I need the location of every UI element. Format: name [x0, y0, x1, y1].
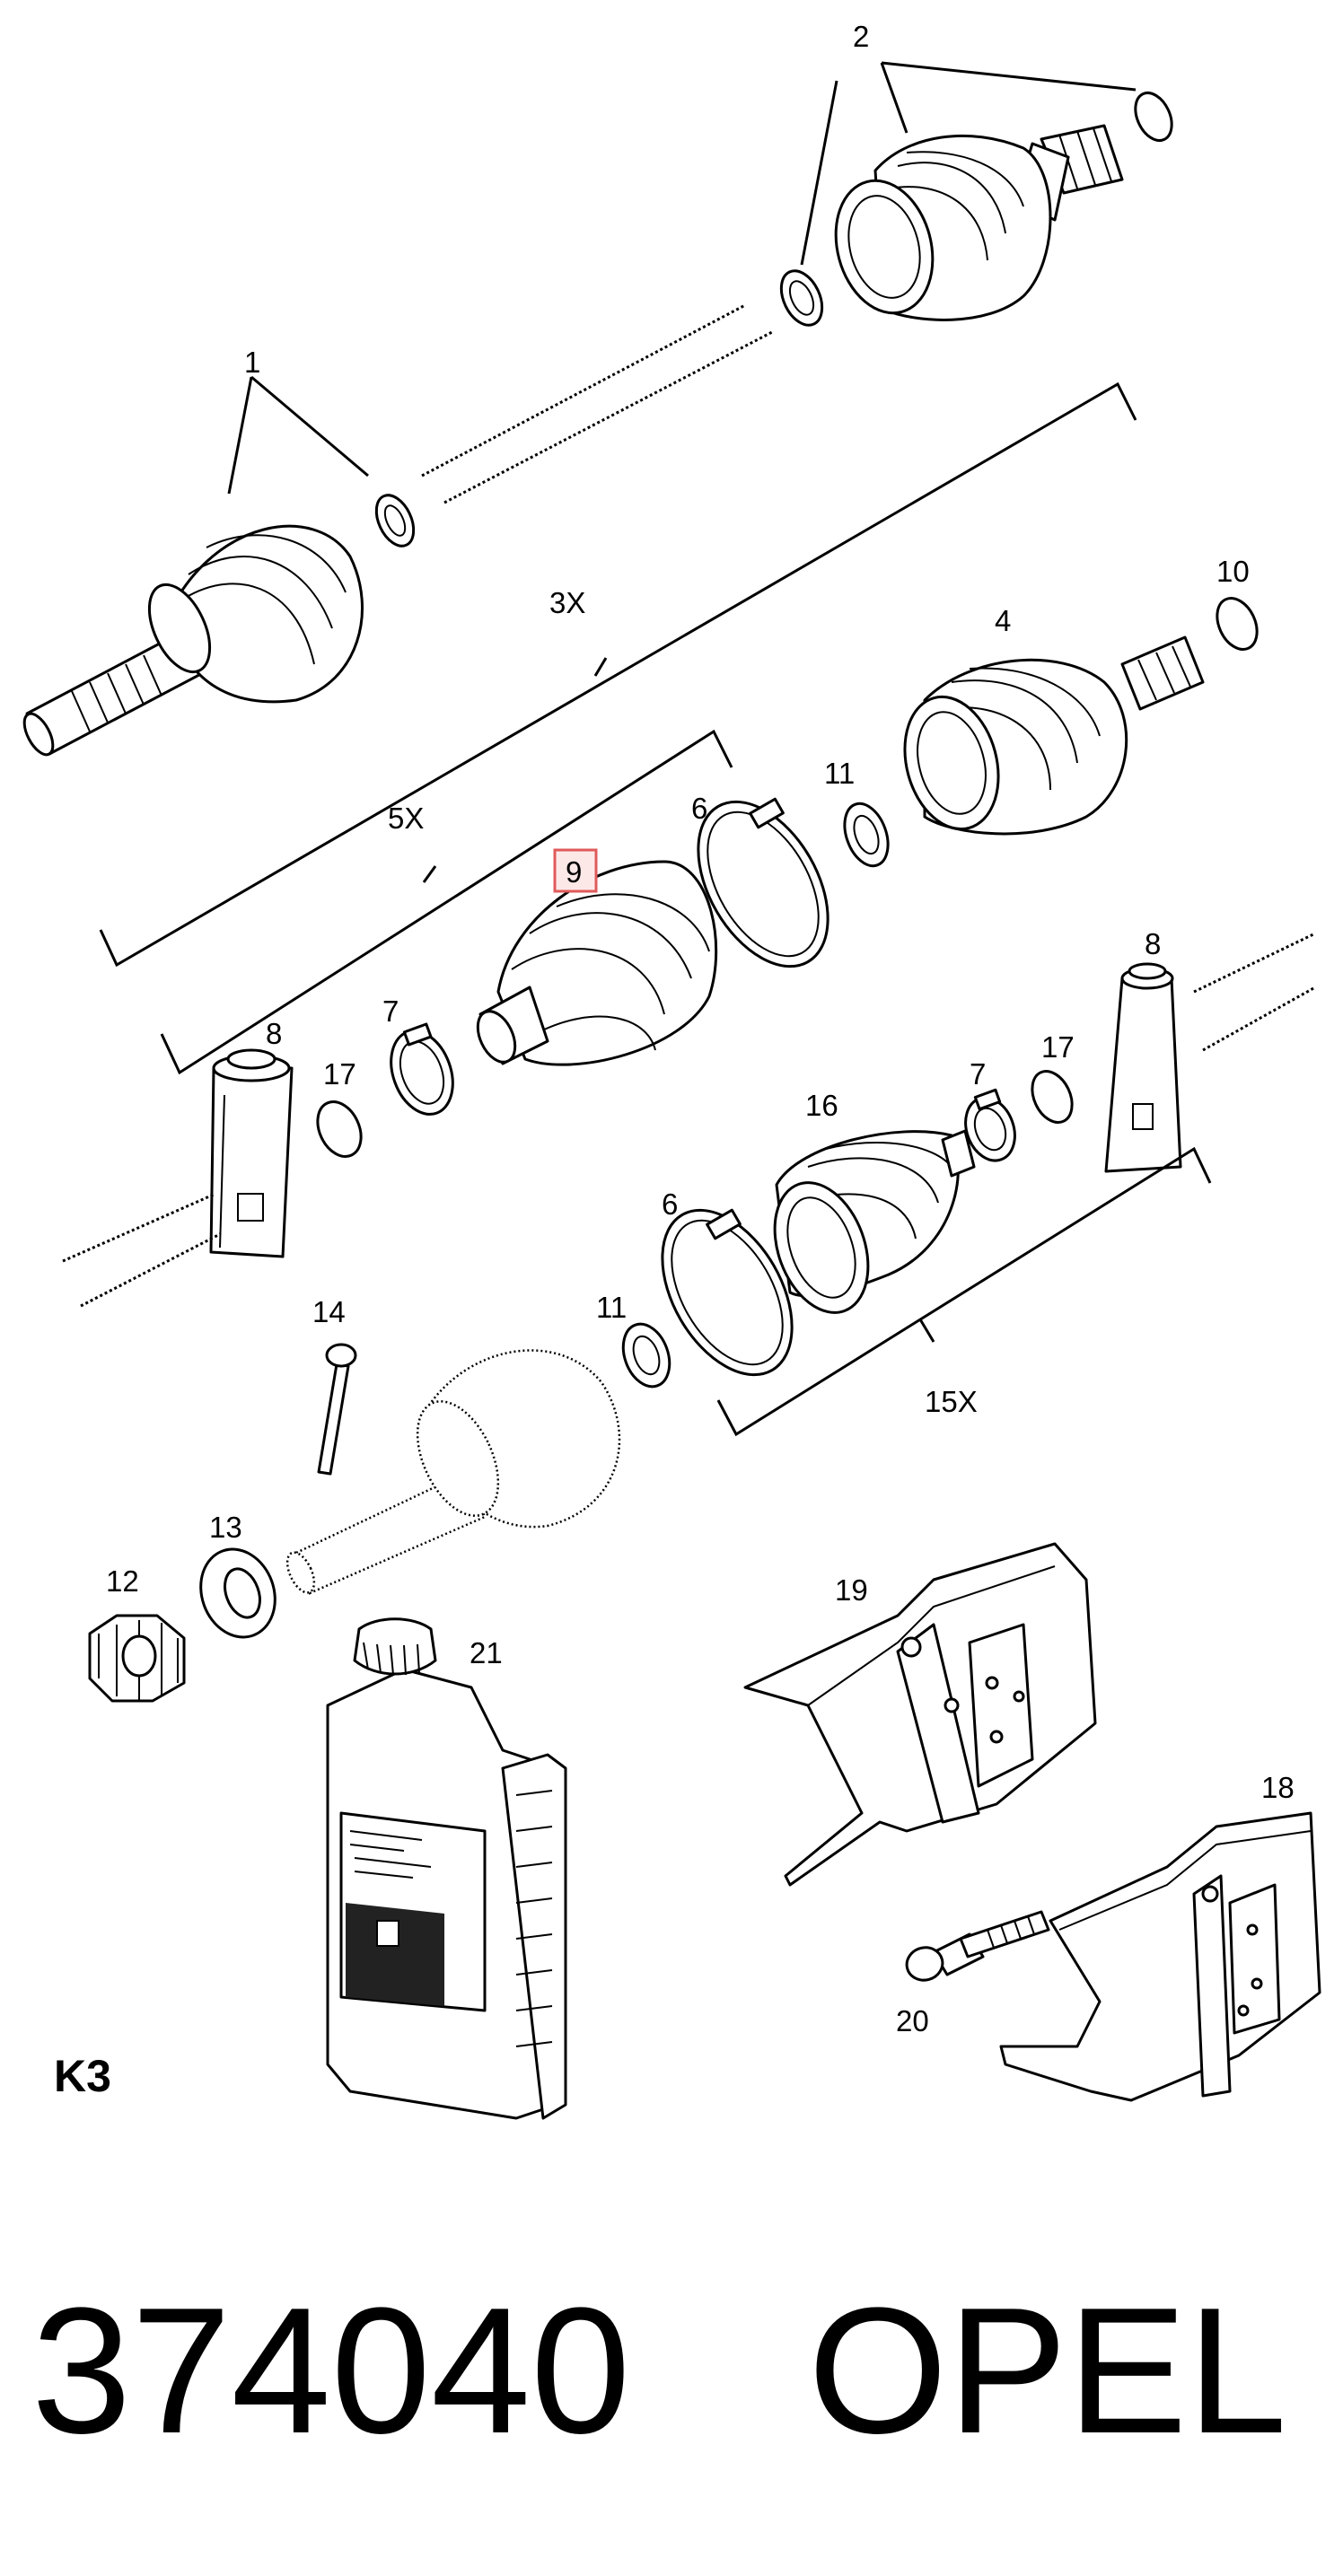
label-16: 16	[805, 1089, 838, 1122]
label-2: 2	[853, 20, 869, 53]
clamp-7-right	[964, 1088, 1016, 1162]
cv-joint-2	[779, 92, 1173, 327]
label-17-left: 17	[323, 1057, 356, 1091]
label-19: 19	[835, 1573, 868, 1607]
kit-brackets	[99, 381, 1212, 1437]
highlight-box-9	[553, 848, 598, 893]
washer-13	[199, 1547, 276, 1639]
ring-17-right	[1031, 1070, 1074, 1124]
boot-16	[773, 1129, 976, 1314]
clamp-6-upper	[697, 797, 830, 968]
label-11-lower: 11	[596, 1291, 627, 1324]
bolt-20	[905, 1910, 1050, 1982]
clamp-6-lower	[661, 1208, 794, 1377]
label-14: 14	[312, 1295, 346, 1328]
cv-joint-4	[903, 597, 1259, 836]
label-6-upper: 6	[691, 792, 707, 825]
section-code: K3	[54, 2051, 111, 2101]
part-labels: 2 1 3X 10 4 11 6 5X 9 8 8 7 17 17 7 16 6…	[106, 20, 1295, 2037]
label-8-right: 8	[1145, 927, 1161, 960]
grease-tube-8-right	[1104, 962, 1182, 1173]
dotted-cv-joint	[285, 1349, 621, 1595]
castle-nut-12	[88, 1614, 186, 1703]
cv-joint-1	[22, 494, 416, 757]
label-8-left: 8	[266, 1017, 282, 1050]
label-7-left: 7	[382, 994, 399, 1028]
label-7-right: 7	[970, 1057, 986, 1091]
brand-name: OPEL	[808, 2271, 1287, 2471]
bracket-19	[743, 1542, 1097, 1887]
drive-shaft-lines-top	[421, 303, 773, 504]
label-15x: 15X	[925, 1385, 978, 1418]
ring-11-lower	[621, 1322, 672, 1389]
label-20: 20	[896, 2004, 929, 2037]
label-9: 9	[566, 855, 582, 889]
leader-lines	[227, 61, 1137, 495]
bracket-18	[999, 1811, 1321, 2102]
label-6-lower: 6	[662, 1187, 678, 1221]
clamp-7-left	[390, 1022, 454, 1116]
label-10: 10	[1216, 555, 1250, 588]
label-11-upper: 11	[824, 757, 855, 790]
label-17-right: 17	[1041, 1030, 1075, 1064]
label-3x: 3X	[549, 586, 585, 619]
oil-bottle-21	[326, 1617, 567, 2120]
ring-11-upper	[843, 802, 890, 868]
ring-17-left	[316, 1100, 363, 1158]
label-12: 12	[106, 1564, 139, 1598]
label-1: 1	[244, 346, 260, 379]
label-4: 4	[995, 604, 1011, 637]
cotter-pin-14	[317, 1343, 357, 1476]
boot-9	[476, 860, 718, 1066]
grease-tube-8-left	[209, 1048, 294, 1258]
label-5x: 5X	[388, 802, 424, 835]
label-13: 13	[209, 1511, 242, 1544]
drive-shaft-lines-middle	[62, 932, 1316, 1308]
label-21: 21	[470, 1636, 503, 1669]
label-18: 18	[1261, 1771, 1295, 1804]
part-number: 374040	[31, 2271, 630, 2471]
